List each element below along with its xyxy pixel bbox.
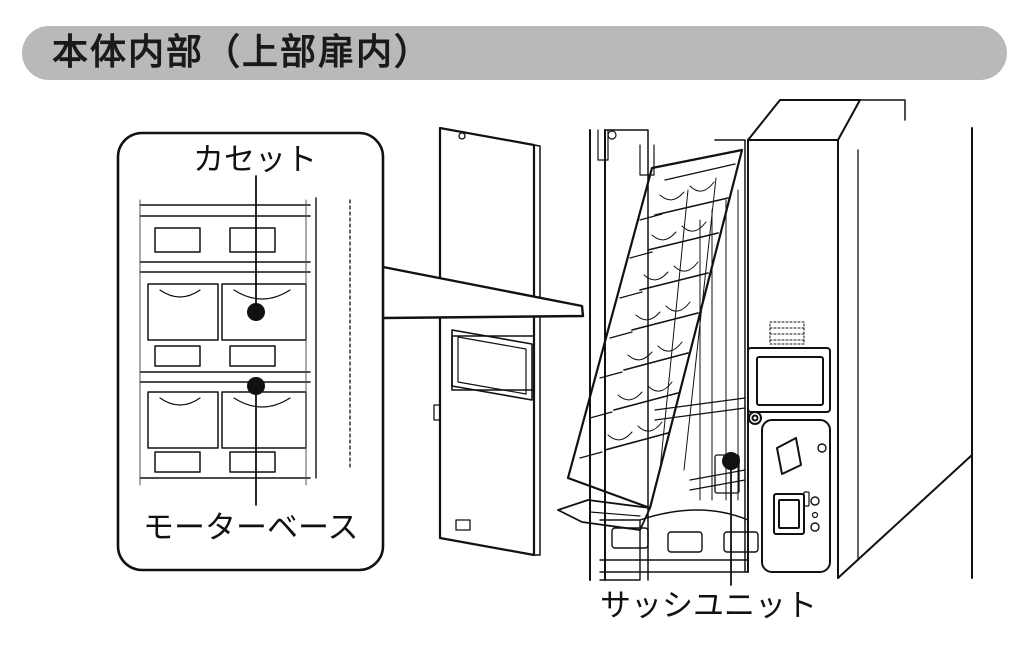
motor-base-marker: [247, 377, 265, 395]
payment-panel: [761, 419, 831, 573]
display-screen: [747, 347, 831, 413]
motor-base-label: モーターベース: [143, 510, 359, 546]
section-title: 本体内部（上部扉内）: [52, 32, 433, 73]
speaker-grille: [769, 321, 805, 345]
cassette-rack: [566, 148, 744, 510]
cassette-label: カセット: [193, 142, 317, 178]
callout-pointer: [381, 265, 585, 320]
inset-zoom-panel: [116, 131, 385, 572]
machine-body: [557, 99, 973, 581]
sash-unit-label: サッシユニット: [600, 588, 817, 624]
bottom-units: [599, 509, 759, 581]
open-door: [433, 126, 541, 557]
sash-unit-marker: [722, 452, 740, 470]
key-lock-icon: [748, 411, 762, 425]
section-header-bar: [22, 26, 1007, 80]
cassette-marker: [247, 303, 265, 321]
